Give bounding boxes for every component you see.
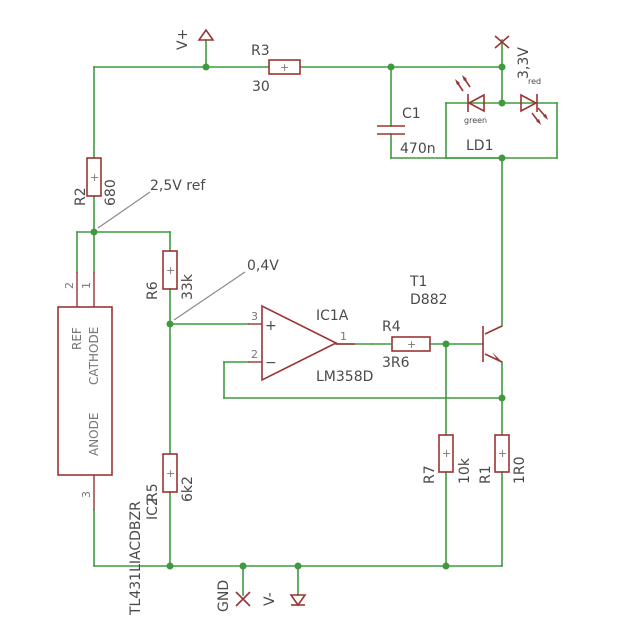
junction-gnd — [239, 562, 247, 570]
c1-value: 470n — [400, 141, 436, 157]
ref-note-text: 2,5V ref — [150, 178, 206, 194]
ic2-ref-label: REF — [70, 327, 84, 350]
r7-name: R7 — [422, 465, 438, 484]
led-green: green — [455, 75, 487, 125]
r2-value: 680 — [103, 179, 119, 206]
r4-value: 3R6 — [382, 355, 410, 371]
junctions — [90, 63, 506, 570]
junction-ref — [90, 228, 98, 236]
t1-part: D882 — [410, 292, 448, 308]
resistor-r3: + R3 30 — [251, 43, 301, 95]
ic2-name: IC2 — [145, 497, 161, 520]
junction-div — [166, 320, 174, 328]
ld1-name: LD1 — [466, 138, 494, 154]
ic1a-plus: + — [265, 318, 277, 334]
svg-text:+: + — [407, 338, 416, 351]
div-note-text: 0,4V — [247, 258, 279, 274]
svg-text:+: + — [166, 467, 175, 480]
ic1a-name: IC1A — [316, 308, 349, 324]
svg-text:+: + — [280, 61, 289, 74]
ic1a-pin1: 1 — [340, 330, 347, 343]
resistor-r5: + R5 6k2 — [145, 453, 196, 502]
led-red: red — [520, 77, 548, 125]
svg-text:+: + — [442, 447, 451, 460]
v33-symbol: 3,3V — [494, 35, 532, 79]
r1-name: R1 — [478, 465, 494, 484]
led-red-label: red — [528, 77, 541, 86]
junction-gnd-left — [166, 562, 174, 570]
svg-text:+: + — [90, 171, 99, 184]
ic2-cathode-label: CATHODE — [87, 327, 101, 385]
resistor-r7: + R7 10k — [422, 434, 473, 484]
ref-voltage-note: 2,5V ref — [97, 178, 206, 229]
junction-vplus — [202, 63, 210, 71]
v33-label: 3,3V — [516, 47, 532, 79]
t1-name: T1 — [409, 274, 427, 290]
junction-c1-top — [387, 63, 395, 71]
r6-value: 33k — [180, 273, 196, 300]
divider-voltage-note: 0,4V — [173, 258, 279, 321]
r5-value: 6k2 — [180, 476, 196, 502]
svg-text:+: + — [498, 447, 507, 460]
gnd-symbol: GND — [216, 580, 251, 612]
ic1a-minus: − — [265, 355, 277, 371]
junction-emitter — [498, 394, 506, 402]
capacitor-c1: C1 470n — [377, 106, 436, 157]
ic2-anode-label: ANODE — [87, 413, 101, 456]
ic2-pin2: 2 — [63, 282, 76, 289]
junction-vminus — [294, 562, 302, 570]
gnd-label: GND — [216, 580, 232, 612]
resistor-r2: + R2 680 — [73, 157, 119, 206]
r7-value: 10k — [457, 457, 473, 484]
led-ld1: green red LD1 — [455, 75, 548, 154]
resistor-r6: + R6 33k — [145, 250, 196, 300]
opamp-ic1a: + − 3 2 1 IC1A LM358D — [248, 304, 373, 385]
junction-base — [442, 340, 450, 348]
junction-led-top — [498, 99, 506, 107]
vplus-label: V+ — [175, 29, 191, 50]
resistor-r4: + R4 3R6 — [371, 319, 431, 371]
vplus-symbol: V+ — [175, 28, 215, 50]
r4-name: R4 — [382, 319, 401, 335]
r5-name: R5 — [145, 483, 161, 502]
svg-text:+: + — [166, 264, 175, 277]
vminus-label: V- — [262, 592, 278, 606]
led-green-label: green — [464, 116, 487, 125]
r6-name: R6 — [145, 281, 161, 300]
r3-value: 30 — [252, 79, 270, 95]
transistor-t1: T1 D882 — [409, 274, 503, 363]
ic2-part: TL431LIACDBZR — [128, 501, 144, 616]
r2-name: R2 — [73, 187, 89, 206]
ic2-pin3: 3 — [80, 491, 93, 498]
r3-name: R3 — [251, 43, 270, 59]
c1-name: C1 — [402, 106, 421, 122]
junction-r7-gnd — [442, 562, 450, 570]
ic2-pin1: 1 — [80, 282, 93, 289]
vminus-symbol: V- — [262, 592, 307, 607]
junction-33v — [498, 63, 506, 71]
r1-value: 1R0 — [512, 456, 528, 484]
ic1a-part: LM358D — [316, 369, 373, 385]
ic1a-pin2: 2 — [251, 348, 258, 361]
junction-led-bottom — [498, 154, 506, 162]
resistor-r1: + R1 1R0 — [478, 434, 528, 484]
ic1a-pin3: 3 — [251, 310, 258, 323]
shunt-reference-ic2: 2 1 3 REF CATHODE ANODE IC2 TL431LIACDBZ… — [57, 272, 161, 616]
